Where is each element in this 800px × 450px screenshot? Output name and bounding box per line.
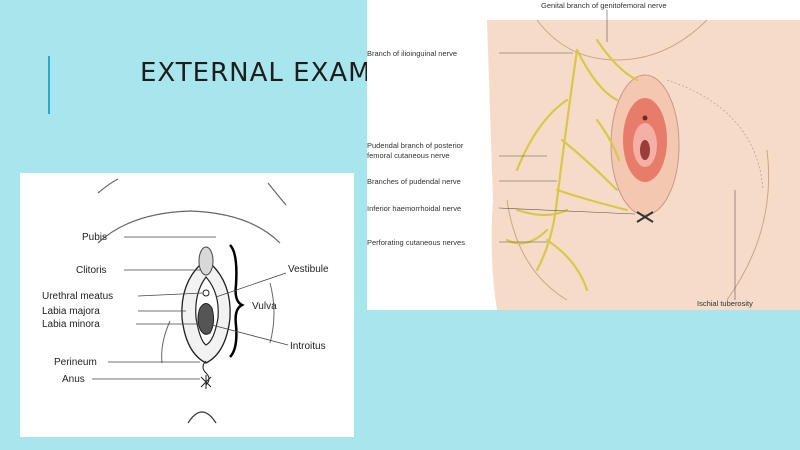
perineum-line — [202, 360, 210, 386]
pubis-outline — [97, 210, 281, 244]
label-pudendal-posterior-2: femoral cutaneous nerve — [367, 151, 450, 160]
body-outline-left — [97, 178, 119, 194]
label-inferior-haemorrhoidal: Inferior haemorrhoidal nerve — [367, 204, 461, 213]
label-labia-majora: Labia majora — [42, 306, 100, 317]
buttock-cleft — [187, 411, 217, 424]
introitus-shape — [197, 303, 215, 335]
label-vulva: Vulva — [252, 301, 277, 312]
label-perforating-cutaneous: Perforating cutaneous nerves — [367, 238, 465, 247]
label-labia-minora: Labia minora — [42, 319, 100, 330]
introitus-opening — [640, 140, 650, 160]
label-anus: Anus — [62, 374, 85, 385]
label-introitus: Introitus — [290, 341, 326, 352]
vulva-brace — [229, 244, 245, 358]
leader-lines — [498, 10, 736, 300]
label-clitoris: Clitoris — [76, 265, 107, 276]
thigh-dotted — [666, 79, 764, 191]
urethral-meatus-shape — [202, 289, 210, 297]
thigh-line-right — [269, 282, 275, 344]
anus-mark — [200, 375, 212, 389]
thigh-line-left — [161, 320, 171, 364]
urethra-dot — [642, 115, 648, 121]
nerve-network — [505, 38, 639, 292]
title-accent-bar — [48, 56, 50, 114]
anus-mark — [636, 211, 654, 223]
groin-line — [536, 19, 708, 61]
body-outline-right — [267, 182, 287, 206]
label-branches-pudendal: Branches of pudendal nerve — [367, 177, 461, 186]
buttock-left — [506, 199, 568, 301]
label-genital-branch: Genital branch of genitofemoral nerve — [541, 1, 667, 10]
label-urethral-meatus: Urethral meatus — [42, 291, 113, 302]
label-vestibule: Vestibule — [288, 264, 329, 275]
label-pudendal-posterior-1: Pudendal branch of posterior — [367, 141, 464, 150]
nerve-supply-diagram: Genital branch of genitofemoral nerve Br… — [367, 0, 800, 310]
clitoris-shape — [198, 246, 214, 276]
slide-title: EXTERNAL EXAM — [140, 58, 372, 88]
label-perineum: Perineum — [54, 357, 97, 368]
external-anatomy-diagram: Pubis Clitoris Urethral meatus Labia maj… — [20, 173, 354, 437]
label-pubis: Pubis — [82, 232, 107, 243]
buttock-right — [726, 149, 770, 301]
label-ischial-tuberosity: Ischial tuberosity — [697, 299, 753, 308]
label-ilioinguinal: Branch of ilioinguinal nerve — [367, 49, 457, 58]
